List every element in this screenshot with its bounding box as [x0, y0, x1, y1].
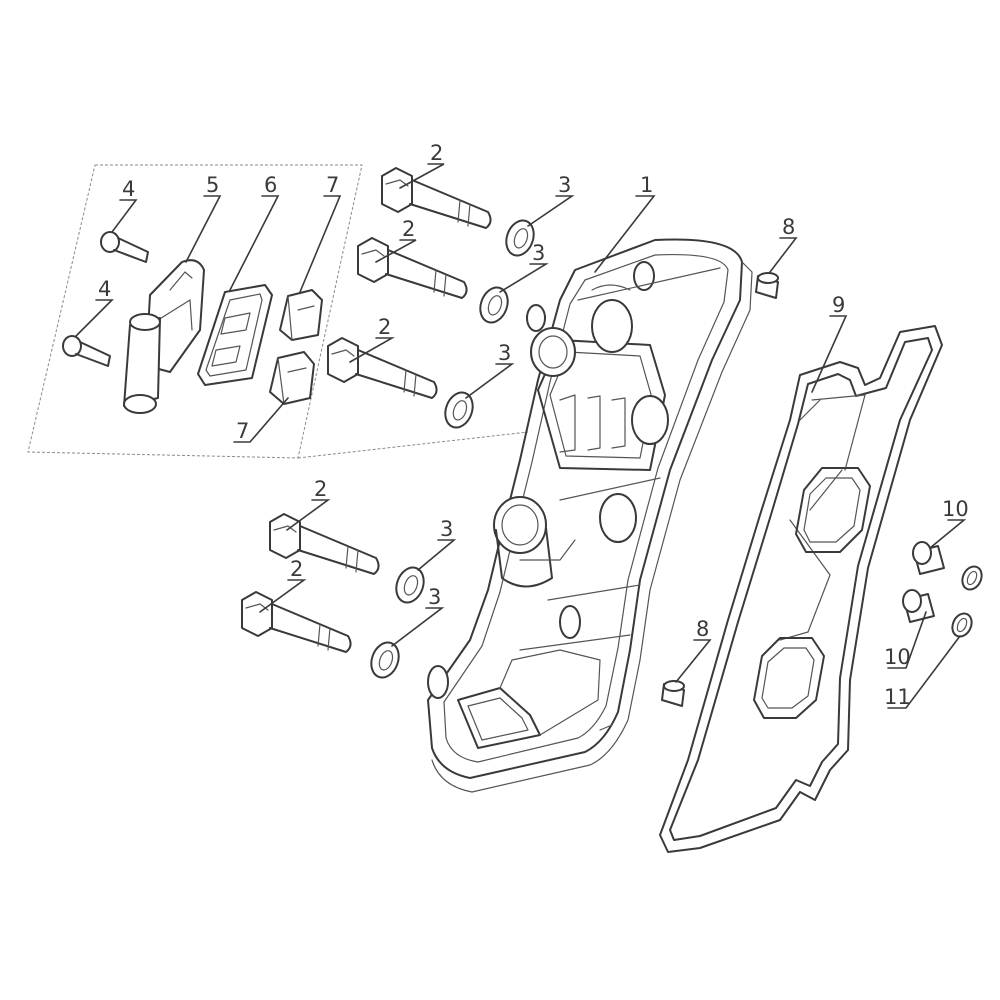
- detail-inset-box: [27, 164, 529, 459]
- gasket-plate-part-6: [197, 284, 273, 386]
- callout-11: 11: [884, 685, 911, 709]
- callout-2: 2: [402, 217, 415, 241]
- screw-part-4-b: [62, 335, 111, 367]
- callout-8: 8: [782, 215, 795, 239]
- bolt-part-2-d: [269, 513, 380, 575]
- dowel-pin-part-8-b: [661, 680, 685, 707]
- callout-3: 3: [428, 585, 441, 609]
- callout-2: 2: [378, 315, 391, 339]
- washer-part-3-e: [370, 641, 400, 679]
- callout-4: 4: [98, 277, 111, 301]
- callout-10: 10: [884, 645, 911, 669]
- callout-labels: 1 2 2 2 2 2 3 3 3 3 3 4 4 5 6 7 7 8 8 9 …: [98, 141, 969, 709]
- callout-7: 7: [326, 173, 339, 197]
- callout-4: 4: [122, 177, 135, 201]
- valve-cover-part-1: [427, 238, 753, 793]
- callout-1: 1: [640, 173, 653, 197]
- callout-3: 3: [498, 341, 511, 365]
- screw-part-4-a: [100, 231, 149, 263]
- callout-9: 9: [832, 293, 845, 317]
- callout-7: 7: [236, 419, 249, 443]
- callout-5: 5: [206, 173, 219, 197]
- callout-3: 3: [558, 173, 571, 197]
- breather-pipe-part-5: [123, 259, 205, 414]
- bolt-part-2-c: [327, 337, 438, 399]
- sleeve-part-10-a: [912, 541, 945, 575]
- o-ring-part-11: [951, 565, 983, 638]
- callout-6: 6: [264, 173, 277, 197]
- callout-3: 3: [532, 241, 545, 265]
- bolt-part-2-e: [241, 591, 352, 653]
- leader-lines: [75, 163, 967, 709]
- dowel-pin-part-8-a: [755, 272, 779, 299]
- callout-2: 2: [290, 557, 303, 581]
- clip-part-7-b: [269, 351, 315, 405]
- bolt-part-2-b: [357, 237, 468, 299]
- callout-10: 10: [942, 497, 969, 521]
- washer-part-3-c: [444, 391, 474, 429]
- washer-part-3-a: [505, 219, 535, 257]
- washer-part-3-b: [479, 286, 509, 324]
- washer-part-3-d: [395, 566, 425, 604]
- bolt-part-2-a: [381, 167, 492, 229]
- callout-2: 2: [314, 477, 327, 501]
- callout-3: 3: [440, 517, 453, 541]
- callout-2: 2: [430, 141, 443, 165]
- clip-part-7-a: [279, 289, 323, 341]
- sleeve-part-10-b: [902, 589, 935, 623]
- gasket-part-9: [659, 325, 943, 853]
- callout-8: 8: [696, 617, 709, 641]
